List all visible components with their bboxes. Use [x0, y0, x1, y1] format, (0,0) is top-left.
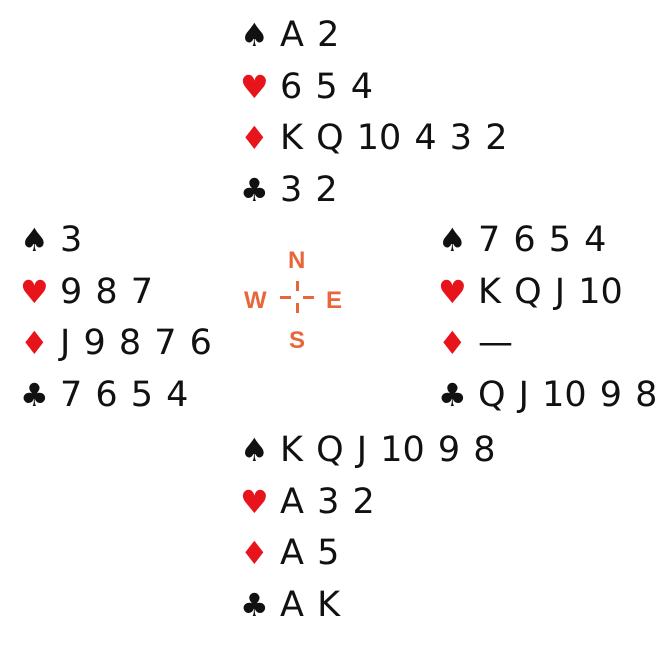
compass-cross [296, 281, 299, 291]
compass-south: S [289, 327, 306, 354]
heart-suit-icon: ♥ [20, 272, 49, 311]
north-clubs-cards: 3 2 [280, 170, 338, 211]
west-diamonds-cards: J 9 8 7 6 [60, 323, 212, 364]
diamond-suit-icon: ♦ [20, 324, 49, 363]
heart-suit-icon: ♥ [240, 482, 269, 521]
heart-suit-icon: ♥ [240, 67, 269, 106]
south-spades-cards: K Q J 10 9 8 [280, 430, 496, 470]
north-diamonds-cards: K Q 10 4 3 2 [280, 118, 508, 159]
north-diamonds-row: ♦ K Q 10 4 3 2 [240, 112, 507, 164]
west-clubs-row: ♣ 7 6 5 4 [20, 369, 188, 421]
compass-east: E [326, 287, 343, 314]
spade-suit-icon: ♠ [240, 431, 269, 469]
north-clubs-row: ♣ 3 2 [240, 164, 338, 216]
south-diamonds-row: ♦ A 5 [240, 527, 339, 579]
compass-cross [296, 303, 299, 313]
east-diamonds-row: ♦— [438, 317, 513, 369]
north-hearts-row: ♥ 6 5 4 [240, 61, 373, 113]
west-hearts-row: ♥ 9 8 7 [20, 266, 153, 318]
north-spades-row: ♠ A 2 [240, 9, 339, 61]
east-spades-cards: 7 6 5 4 [478, 220, 607, 260]
east-spades-row: ♠ 7 6 5 4 [438, 214, 606, 266]
south-clubs-row: ♣ A K [240, 579, 340, 631]
east-clubs-cards: Q J 10 9 8 [478, 375, 658, 416]
east-diamonds-cards: — [478, 323, 513, 364]
south-hearts-row: ♥ A 3 2 [240, 476, 375, 528]
east-clubs-row: ♣ Q J 10 9 8 [438, 369, 657, 421]
west-spades-row: ♠3 [20, 214, 82, 266]
compass-west: W [244, 287, 267, 314]
south-hearts-cards: A 3 2 [280, 481, 375, 522]
club-suit-icon: ♣ [20, 376, 49, 415]
compass-north: N [288, 247, 306, 274]
west-diamonds-row: ♦ J 9 8 7 6 [20, 317, 212, 369]
west-spades-cards: 3 [60, 220, 83, 260]
diamond-suit-icon: ♦ [438, 324, 467, 363]
club-suit-icon: ♣ [438, 376, 467, 415]
north-spades-cards: A 2 [280, 15, 340, 55]
south-diamonds-cards: A 5 [280, 533, 340, 574]
diamond-suit-icon: ♦ [240, 119, 269, 158]
club-suit-icon: ♣ [240, 586, 269, 625]
south-clubs-cards: A K [280, 585, 341, 626]
west-clubs-cards: 7 6 5 4 [60, 375, 189, 416]
compass-cross [280, 296, 291, 299]
club-suit-icon: ♣ [240, 171, 269, 210]
east-hearts-cards: K Q J 10 [478, 271, 623, 312]
spade-suit-icon: ♠ [438, 221, 467, 259]
east-hearts-row: ♥ K Q J 10 [438, 266, 623, 318]
heart-suit-icon: ♥ [438, 272, 467, 311]
west-hearts-cards: 9 8 7 [60, 271, 154, 312]
spade-suit-icon: ♠ [20, 221, 49, 259]
north-hearts-cards: 6 5 4 [280, 66, 374, 107]
south-spades-row: ♠ K Q J 10 9 8 [240, 424, 496, 476]
diamond-suit-icon: ♦ [240, 534, 269, 573]
compass-cross [303, 296, 314, 299]
spade-suit-icon: ♠ [240, 16, 269, 54]
compass-rose: N W E S [240, 245, 350, 355]
